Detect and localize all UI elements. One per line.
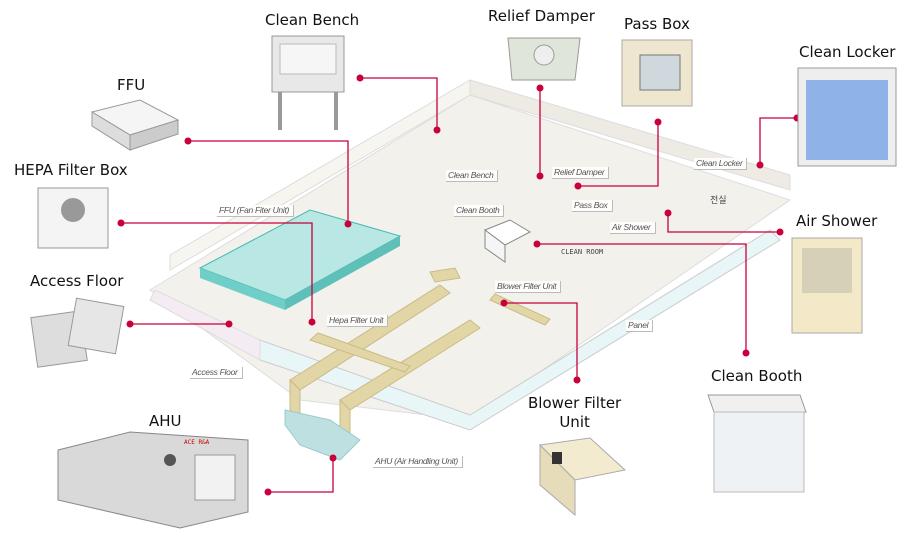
leader-ahu — [268, 458, 334, 493]
tag-relief-damper: Relief Damper — [552, 167, 610, 179]
tag-air-shower: Air Shower — [610, 222, 656, 234]
duct-system — [289, 267, 551, 442]
tag-clean-room: CLEAN ROOM — [561, 248, 604, 256]
tag-pass-box: Pass Box — [572, 200, 613, 212]
air-shower-title: Air Shower — [796, 212, 878, 230]
clean-bench-image — [271, 35, 345, 130]
tag-clean-bench: Clean Bench — [446, 170, 499, 182]
ahu-model — [284, 409, 361, 461]
relief-damper-image — [507, 37, 581, 81]
access-floor-area — [149, 289, 261, 361]
access-floor-image — [30, 297, 125, 368]
leader-hepa — [121, 222, 313, 322]
tag-ffu: FFU (Fan Fiter Unit) — [217, 205, 295, 217]
leader-clean-locker — [759, 117, 797, 165]
cleanroom-floor — [149, 94, 792, 421]
tag-blower-filter-unit: Blower Filter Unit — [495, 281, 562, 293]
ahu-image — [57, 431, 249, 529]
tag-anteroom: 전실 — [710, 196, 727, 206]
ahu-brand-logo: ACE R&A — [184, 439, 210, 446]
leader-lines — [121, 77, 797, 493]
leader-pass-box — [578, 122, 659, 187]
leader-dots — [117, 74, 801, 496]
ffu-image — [90, 99, 180, 151]
tag-hepa-filter-unit: Hepa Filter Unit — [327, 315, 389, 327]
clean-booth-title: Clean Booth — [711, 367, 803, 385]
relief-damper-title: Relief Damper — [488, 7, 595, 25]
leader-clean-bench — [360, 77, 438, 130]
access-floor-title: Access Floor — [30, 272, 124, 290]
pass-box-image — [621, 39, 693, 107]
air-shower-image — [791, 237, 863, 334]
tag-clean-locker: Clean Locker — [694, 158, 748, 170]
tag-clean-booth: Clean Booth — [454, 205, 505, 217]
hepa-filter-box-image — [37, 187, 109, 249]
tag-panel: Panel — [626, 320, 654, 332]
tag-ahu: AHU (Air Handling Unit) — [373, 456, 463, 468]
pass-box-title: Pass Box — [624, 15, 690, 33]
blower-filter-unit-image — [538, 437, 627, 517]
clean-locker-image — [797, 67, 897, 167]
tag-access-floor: Access Floor — [190, 367, 243, 379]
ffu-title: FFU — [117, 76, 146, 94]
leader-blower — [504, 302, 578, 380]
ahu-title: AHU — [149, 412, 182, 430]
clean-booth-image — [707, 394, 807, 493]
clean-bench-title: Clean Bench — [265, 11, 360, 29]
hepa-filter-box-title: HEPA Filter Box — [14, 161, 128, 179]
leader-air-shower — [667, 213, 780, 233]
leader-ffu — [188, 140, 349, 224]
blower-filter-unit-title: Blower Filter Unit — [528, 394, 622, 431]
leader-clean-booth — [537, 243, 747, 353]
clean-locker-title: Clean Locker — [799, 43, 896, 61]
